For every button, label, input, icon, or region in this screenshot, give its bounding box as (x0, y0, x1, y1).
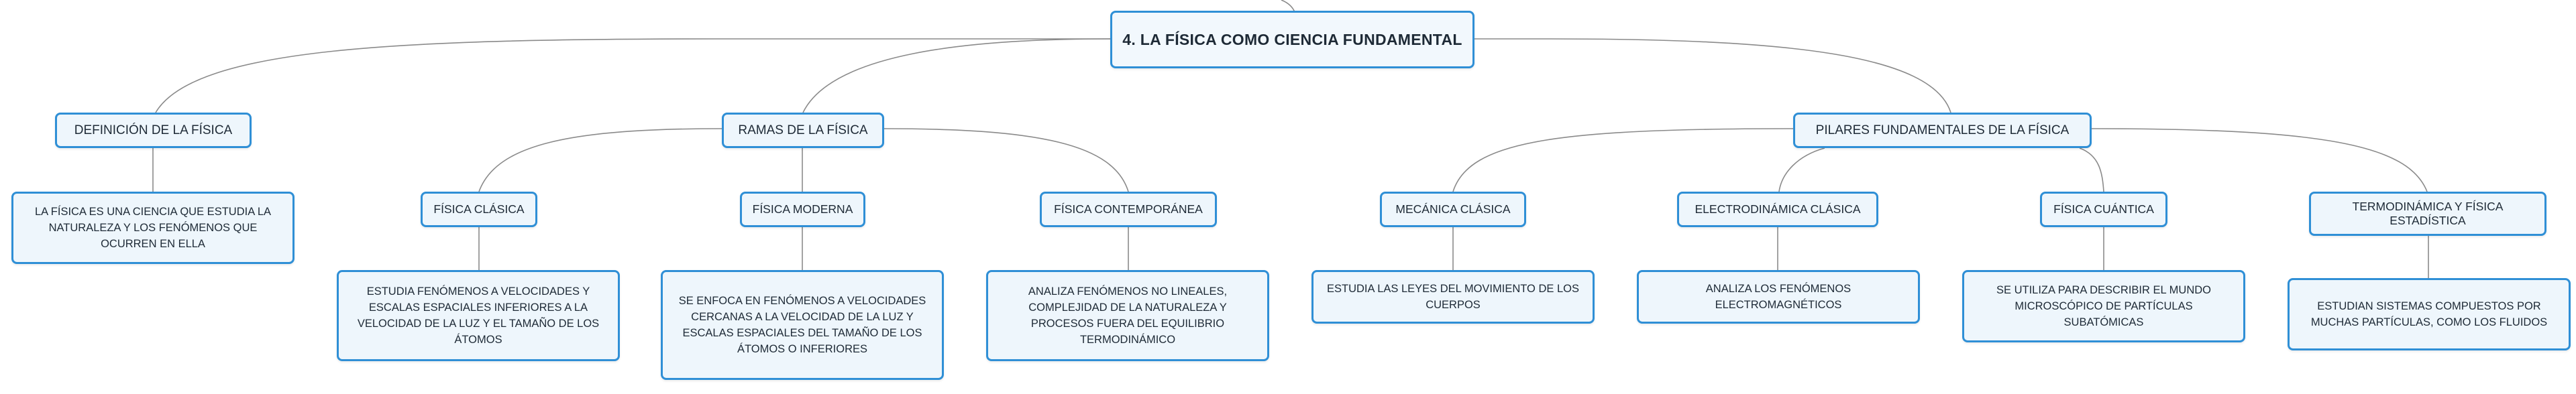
description-termodinamica[interactable]: ESTUDIAN SISTEMAS COMPUESTOS POR MUCHAS … (2288, 278, 2571, 350)
description-definicion-text: LA FÍSICA ES UNA CIENCIA QUE ESTUDIA LA … (34, 206, 272, 250)
subtopic-fisica-clasica[interactable]: FÍSICA CLÁSICA (421, 192, 537, 227)
description-fisica-cuantica-text: SE UTILIZA PARA DESCRIBIR EL MUNDO MICRO… (1996, 284, 2211, 328)
description-mecanica-clasica[interactable]: ESTUDIA LAS LEYES DEL MOVIMIENTO DE LOS … (1311, 270, 1595, 324)
connector-root-ramas (802, 38, 1111, 113)
description-fisica-moderna-text: SE ENFOCA EN FENÓMENOS A VELOCIDADES CER… (678, 295, 926, 355)
connector-pilares-termo (2091, 128, 2428, 192)
topic-pilares[interactable]: PILARES FUNDAMENTALES DE LA FÍSICA (1793, 113, 2092, 148)
description-electrodinamica-clasica[interactable]: ANALIZA LOS FENÓMENOS ELECTROMAGNÉTICOS (1637, 270, 1920, 324)
description-fisica-contemporanea-text: ANALIZA FENÓMENOS NO LINEALES, COMPLEJID… (1028, 285, 1228, 346)
subtopic-fisica-clasica-label: FÍSICA CLÁSICA (433, 202, 525, 216)
subtopic-fisica-contemporanea[interactable]: FÍSICA CONTEMPORÁNEA (1040, 192, 1217, 227)
connector-pilares-cuantica (2079, 147, 2104, 192)
connector-ramas-clasica (478, 128, 722, 192)
description-mecanica-clasica-text: ESTUDIA LAS LEYES DEL MOVIMIENTO DE LOS … (1327, 283, 1579, 311)
topic-pilares-label: PILARES FUNDAMENTALES DE LA FÍSICA (1815, 123, 2070, 137)
topic-definicion[interactable]: DEFINICIÓN DE LA FÍSICA (55, 113, 252, 148)
connector-root-pilares (1474, 38, 1951, 113)
description-fisica-contemporanea[interactable]: ANALIZA FENÓMENOS NO LINEALES, COMPLEJID… (986, 270, 1269, 361)
subtopic-fisica-contemporanea-label: FÍSICA CONTEMPORÁNEA (1054, 202, 1203, 216)
description-fisica-cuantica[interactable]: SE UTILIZA PARA DESCRIBIR EL MUNDO MICRO… (1962, 270, 2245, 342)
subtopic-mecanica-clasica-label: MECÁNICA CLÁSICA (1395, 202, 1511, 216)
subtopic-fisica-cuantica[interactable]: FÍSICA CUÁNTICA (2040, 192, 2167, 227)
description-electrodinamica-clasica-text: ANALIZA LOS FENÓMENOS ELECTROMAGNÉTICOS (1705, 283, 1851, 311)
subtopic-electrodinamica-clasica-label: ELECTRODINÁMICA CLÁSICA (1695, 202, 1861, 216)
root-topic[interactable]: 4. LA FÍSICA COMO CIENCIA FUNDAMENTAL (1110, 11, 1474, 68)
connector-ramas-contemporanea (883, 128, 1129, 192)
subtopic-termodinamica[interactable]: TERMODINÁMICA Y FÍSICA ESTADÍSTICA (2309, 192, 2546, 236)
topic-definicion-label: DEFINICIÓN DE LA FÍSICA (74, 123, 233, 137)
subtopic-electrodinamica-clasica[interactable]: ELECTRODINÁMICA CLÁSICA (1677, 192, 1878, 227)
description-fisica-clasica-text: ESTUDIA FENÓMENOS A VELOCIDADES Y ESCALA… (357, 285, 600, 346)
topic-ramas[interactable]: RAMAS DE LA FÍSICA (722, 113, 884, 148)
subtopic-fisica-moderna-label: FÍSICA MODERNA (752, 202, 853, 216)
description-fisica-moderna[interactable]: SE ENFOCA EN FENÓMENOS A VELOCIDADES CER… (661, 270, 944, 380)
subtopic-mecanica-clasica[interactable]: MECÁNICA CLÁSICA (1380, 192, 1526, 227)
topic-ramas-label: RAMAS DE LA FÍSICA (738, 123, 868, 137)
subtopic-fisica-moderna[interactable]: FÍSICA MODERNA (740, 192, 865, 227)
description-termodinamica-text: ESTUDIAN SISTEMAS COMPUESTOS POR MUCHAS … (2310, 300, 2548, 328)
root-topic-label: 4. LA FÍSICA COMO CIENCIA FUNDAMENTAL (1122, 30, 1462, 48)
connector-pilares-mecanica (1452, 128, 1794, 192)
description-definicion[interactable]: LA FÍSICA ES UNA CIENCIA QUE ESTUDIA LA … (11, 192, 294, 264)
description-fisica-clasica[interactable]: ESTUDIA FENÓMENOS A VELOCIDADES Y ESCALA… (337, 270, 620, 361)
connector-root-definicion (155, 38, 1110, 113)
subtopic-termodinamica-label: TERMODINÁMICA Y FÍSICA ESTADÍSTICA (2352, 200, 2504, 227)
connector-pilares-electro (1778, 147, 1825, 192)
subtopic-fisica-cuantica-label: FÍSICA CUÁNTICA (2053, 202, 2154, 216)
